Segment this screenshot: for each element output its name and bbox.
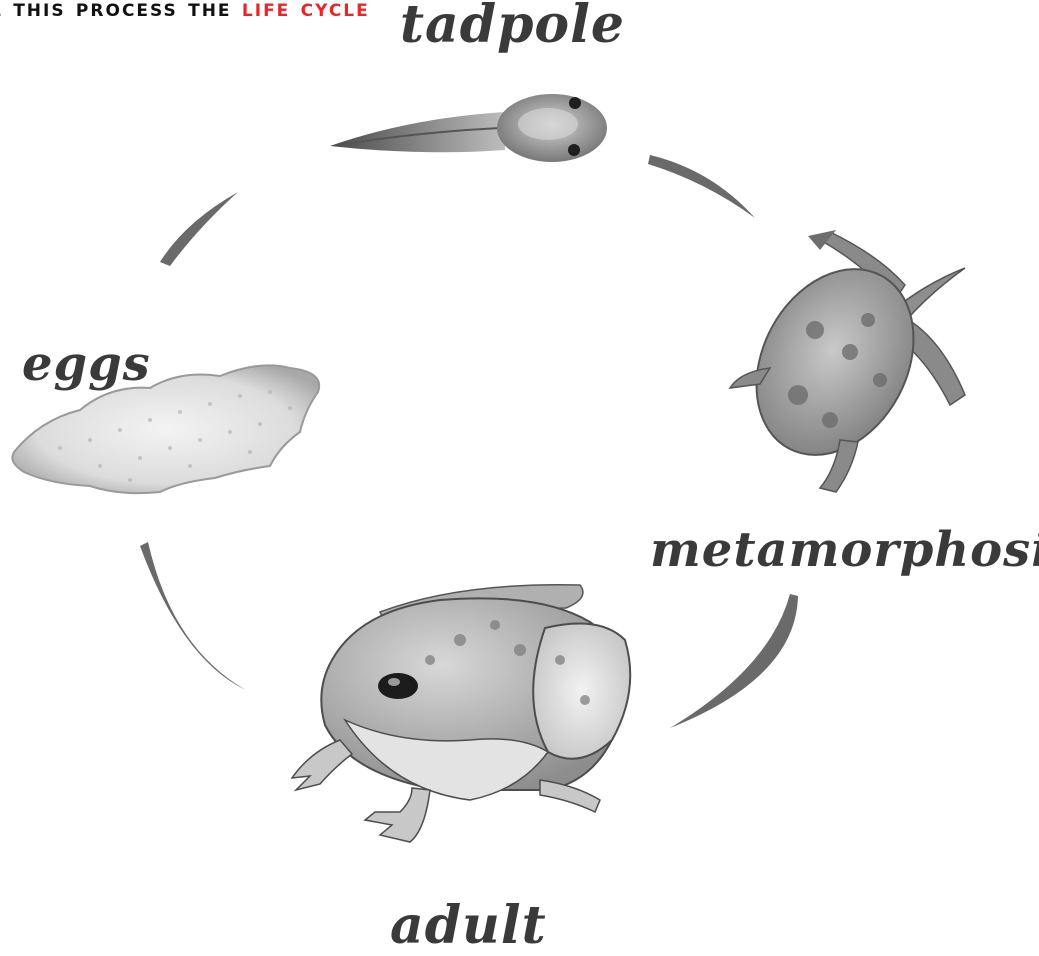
cycle-arrow-icon [648,155,755,218]
label-adult: adult [390,895,547,956]
label-eggs: eggs [22,336,151,392]
cycle-arrow-icon [670,594,798,728]
cycle-arrow-icon [160,192,238,266]
tadpole-illustration [330,94,607,162]
label-tadpole: tadpole [400,0,625,55]
cycle-arrow-icon [140,542,246,690]
adult-frog-illustration [292,585,630,842]
label-metamorphosis: metamorphosis [650,522,1039,578]
metamorphosis-frog-illustration [725,230,965,492]
